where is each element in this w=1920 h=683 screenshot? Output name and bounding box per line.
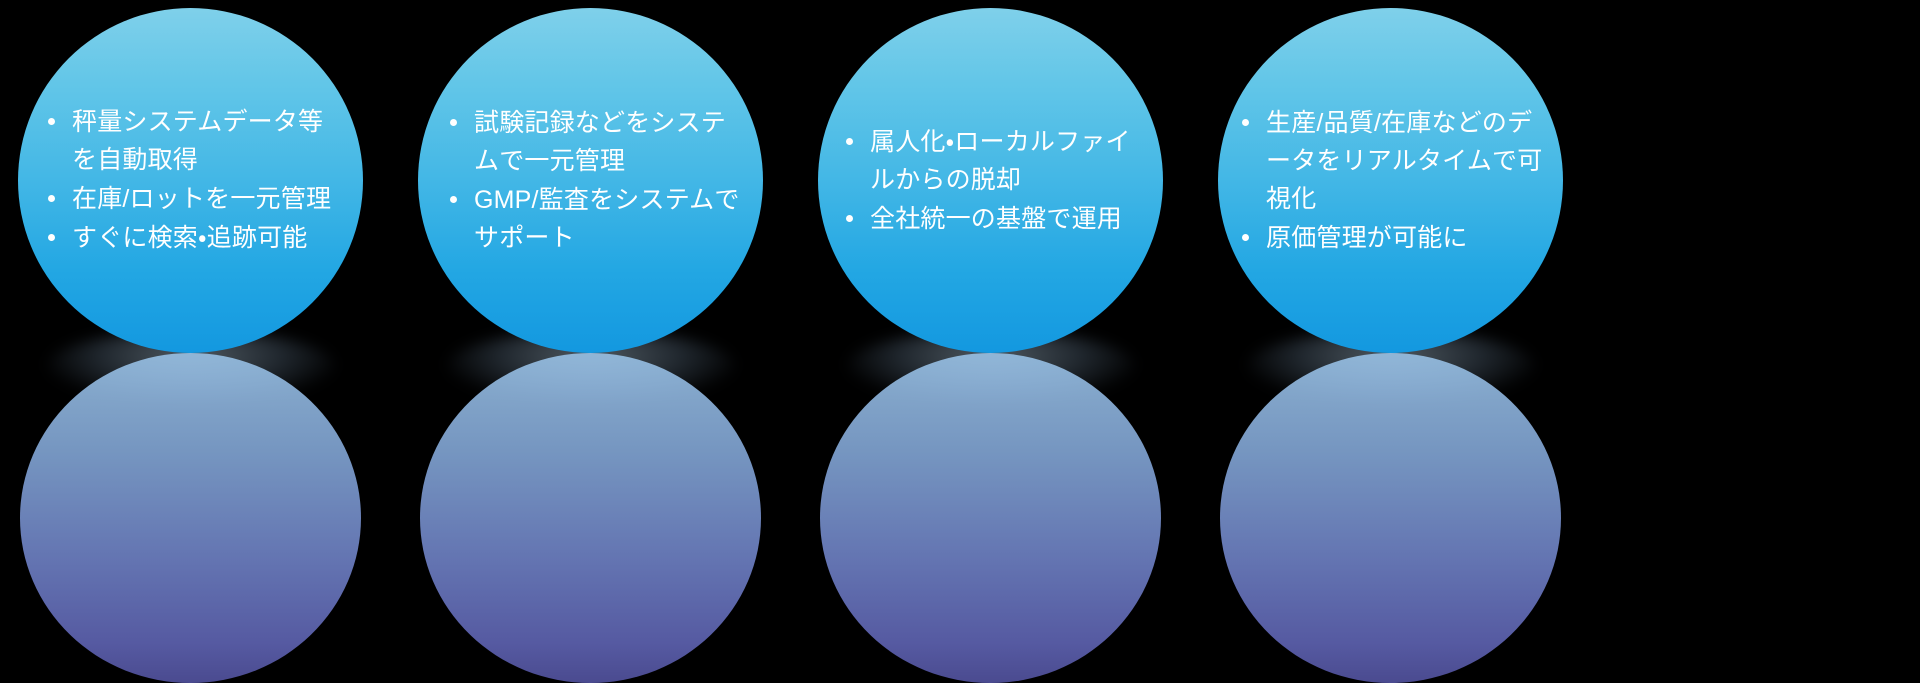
bullet-text: 全社統一の基盤で運用 [870,204,1123,233]
bullet-dot-icon [846,214,853,222]
bullet-dot-icon [846,137,853,145]
bullet-text: GMP/監査をシステムでサポート [474,185,740,252]
bullet-dot-icon [48,234,55,241]
bullet-dot-icon [48,195,55,202]
bubble-2[interactable]: 試験記録などをシステムで一元管理 GMP/監査をシステムでサポート [418,8,763,353]
bullet-dot-icon [450,118,457,126]
list-item: 生産/品質/在庫などのデータをリアルタイムで可視化 [1236,104,1552,218]
reflection-4 [1220,353,1561,683]
list-item: すぐに検索・追跡可能 [42,219,342,257]
circle-group-2: 試験記録などをシステムで一元管理 GMP/監査をシステムでサポート [418,0,763,683]
bullet-dot-icon [48,118,55,125]
bullet-dot-icon [1242,233,1249,241]
bubble-4[interactable]: 生産/品質/在庫などのデータをリアルタイムで可視化 原価管理が可能に [1218,8,1563,353]
list-item: 在庫/ロットを一元管理 [42,180,342,218]
bullet-dot-icon [1242,118,1249,126]
list-item: 原価管理が可能に [1236,219,1552,257]
list-item: 全社統一の基盤で運用 [840,200,1152,238]
bullet-text: 原価管理が可能に [1266,223,1468,252]
circle-group-4: 生産/品質/在庫などのデータをリアルタイムで可視化 原価管理が可能に [1218,0,1563,683]
list-item: GMP/監査をシステムでサポート [444,181,744,257]
bullet-list-3: 属人化・ローカルファイルからの脱却 全社統一の基盤で運用 [840,123,1152,239]
list-item: 秤量システムデータ等を自動取得 [42,103,342,179]
bullet-text: 試験記録などをシステムで一元管理 [474,108,727,175]
bubble-3[interactable]: 属人化・ローカルファイルからの脱却 全社統一の基盤で運用 [818,8,1163,353]
list-item: 試験記録などをシステムで一元管理 [444,104,744,180]
bubble-1[interactable]: 秤量システムデータ等を自動取得 在庫/ロットを一元管理 すぐに検索・追跡可能 [18,8,363,353]
infographic-canvas: 秤量システムデータ等を自動取得 在庫/ロットを一元管理 すぐに検索・追跡可能 [18,0,1563,683]
reflection-1 [20,353,361,683]
bullet-list-4: 生産/品質/在庫などのデータをリアルタイムで可視化 原価管理が可能に [1236,104,1552,258]
bullet-text: 在庫/ロットを一元管理 [72,185,332,213]
bullet-dot-icon [450,195,457,203]
bullet-list-1: 秤量システムデータ等を自動取得 在庫/ロットを一元管理 すぐに検索・追跡可能 [42,103,342,258]
bullet-text: 秤量システムデータ等を自動取得 [72,108,324,174]
reflection-2 [420,353,761,683]
bullet-text: 生産/品質/在庫などのデータをリアルタイムで可視化 [1266,108,1543,213]
reflection-3 [820,353,1161,683]
bullet-text: 属人化・ローカルファイルからの脱却 [870,127,1131,194]
list-item: 属人化・ローカルファイルからの脱却 [840,123,1152,199]
circle-group-3: 属人化・ローカルファイルからの脱却 全社統一の基盤で運用 [818,0,1163,683]
circle-group-1: 秤量システムデータ等を自動取得 在庫/ロットを一元管理 すぐに検索・追跡可能 [18,0,363,683]
bullet-list-2: 試験記録などをシステムで一元管理 GMP/監査をシステムでサポート [444,104,744,258]
bullet-text: すぐに検索・追跡可能 [72,224,308,252]
